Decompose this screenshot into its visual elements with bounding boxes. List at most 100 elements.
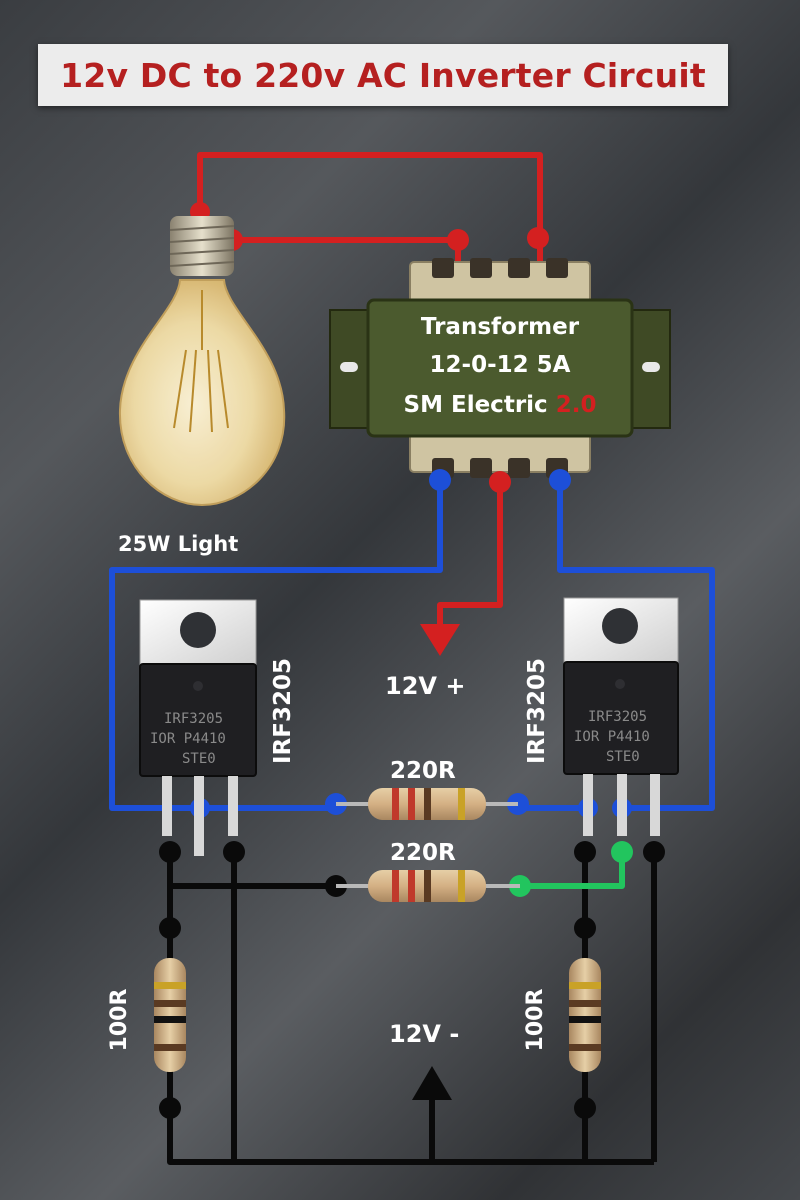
- resistor-220r-mid-band-4: [458, 870, 465, 902]
- bulb-filaments: [173, 290, 229, 433]
- resistor-100r-right-band-1: [569, 982, 601, 989]
- mosfet-right-marking-3: STE0: [606, 749, 640, 765]
- transformer-top-pins: [432, 258, 568, 278]
- supply-positive-label: 12V +: [385, 672, 466, 700]
- bulb-thread-1: [169, 225, 235, 231]
- joint-right-source: [574, 841, 596, 863]
- transformer-label-line1: Transformer: [420, 314, 580, 340]
- mosfet-left-legs: [162, 776, 238, 856]
- joint-center-tap: [489, 471, 511, 493]
- filament-3: [207, 349, 213, 433]
- bulb-label: 25W Light: [118, 532, 239, 556]
- resistor-100r-right-band-2: [569, 1000, 601, 1007]
- mosfet-left-marking-1: IRF3205: [164, 711, 224, 727]
- ground-bus: [167, 1108, 654, 1165]
- mosfet-right-leg-source: [650, 774, 660, 836]
- transformer-body: [366, 298, 634, 438]
- resistor-100r-left-body: [154, 958, 186, 1072]
- resistor-100r-left-band-2: [154, 1000, 186, 1007]
- resistor-220r-mid-band-3: [424, 870, 431, 902]
- bulb-wire-outer: [197, 152, 543, 238]
- positive-arrow-icon: [420, 624, 460, 656]
- mosfet-left-dimple: [193, 681, 203, 691]
- top-pin-2: [470, 258, 492, 278]
- mosfet-right-marking-1: IRF3205: [588, 709, 648, 725]
- bulb-thread-2: [169, 237, 235, 243]
- joint-secondary-right: [527, 227, 549, 249]
- page-title: 12v DC to 220v AC Inverter Circuit: [60, 55, 706, 95]
- title-banner: 12v DC to 220v AC Inverter Circuit: [38, 44, 728, 106]
- mosfet-right-leg-gate: [583, 774, 593, 836]
- mosfet-left-leg-drain: [194, 776, 204, 856]
- resistor-100r-right-band-3: [569, 1016, 601, 1023]
- resistor-220r-mid-icon: [336, 870, 520, 902]
- mosfet-right-icon: [563, 597, 679, 836]
- mosfet-left-leg-source: [228, 776, 238, 836]
- resistor-100r-left-band-4: [154, 1044, 186, 1051]
- filament-4: [217, 349, 229, 429]
- transformer-brand: SM Electric: [403, 392, 548, 418]
- bottom-pin-3: [508, 458, 530, 478]
- top-pin-3: [508, 258, 530, 278]
- mosfet-left-hole: [180, 612, 216, 648]
- top-pin-4: [546, 258, 568, 278]
- mosfet-left-icon: [139, 599, 257, 856]
- resistor-220r-mid-label: 220R: [390, 840, 456, 866]
- resistor-100r-left-icon: [154, 928, 186, 1108]
- bulb-glass: [118, 279, 286, 507]
- transformer-version: 2.0: [555, 392, 597, 418]
- mosfet-right-label: IRF3205: [524, 658, 550, 764]
- mosfet-left-label: IRF3205: [270, 658, 296, 764]
- resistor-220r-top-icon: [336, 788, 518, 820]
- resistor-220r-mid-band-1: [392, 870, 399, 902]
- top-pin-1: [432, 258, 454, 278]
- transformer-label-line3: SM Electric 2.0: [372, 392, 628, 418]
- mosfet-right-legs: [583, 774, 660, 836]
- mosfet-right-leg-drain: [617, 774, 627, 836]
- resistor-100r-left-band-3: [154, 1016, 186, 1023]
- mosfet-right-hole: [602, 608, 638, 644]
- mosfet-left-marking-2: IOR P4410: [150, 731, 226, 747]
- gate-wire-green: [509, 841, 633, 897]
- mosfet-right-marking-2: IOR P4410: [574, 729, 650, 745]
- resistor-100r-left-band-1: [154, 982, 186, 989]
- bulb-icon: [118, 216, 286, 507]
- resistor-220r-top-label: 220R: [390, 758, 456, 784]
- bulb-thread-3: [169, 249, 235, 255]
- joint-secondary-left: [447, 229, 469, 251]
- bottom-pin-2: [470, 458, 492, 478]
- bulb-wires: [197, 152, 543, 272]
- mount-hole-left: [340, 362, 358, 372]
- joint-coil-left-top: [429, 469, 451, 491]
- resistor-100r-left-label: 100R: [107, 988, 132, 1052]
- resistor-220r-top-band-4: [458, 788, 465, 820]
- coil-wire-right: [557, 478, 715, 811]
- resistor-220r-top-band-1: [392, 788, 399, 820]
- mount-hole-right: [642, 362, 660, 372]
- supply-negative-label: 12V -: [389, 1020, 460, 1048]
- filament-1: [173, 349, 187, 429]
- resistor-100r-right-body: [569, 958, 601, 1072]
- resistor-220r-top-band-2: [408, 788, 415, 820]
- gate-green-line: [520, 852, 625, 889]
- negative-arrow-icon: [412, 1066, 452, 1100]
- bulb-thread-4: [169, 261, 235, 267]
- resistor-100r-right-label: 100R: [523, 988, 548, 1052]
- joint-right-gate-green: [611, 841, 633, 863]
- resistor-220r-top-band-3: [424, 788, 431, 820]
- coil-wire-left: [109, 478, 443, 811]
- filament-2: [189, 349, 197, 433]
- resistor-220r-mid-band-2: [408, 870, 415, 902]
- bulb-base: [170, 216, 234, 276]
- joint-right-drain-bottom: [643, 841, 665, 863]
- joint-left-drain-bottom: [223, 841, 245, 863]
- center-tap-line: [437, 480, 503, 624]
- center-tap-wire: [420, 471, 511, 656]
- bulb-wire-joints: [190, 202, 549, 251]
- coil-wires: [109, 478, 715, 811]
- mosfet-left-leg-gate: [162, 776, 172, 836]
- resistor-100r-right-band-4: [569, 1044, 601, 1051]
- joint-left-source: [159, 841, 181, 863]
